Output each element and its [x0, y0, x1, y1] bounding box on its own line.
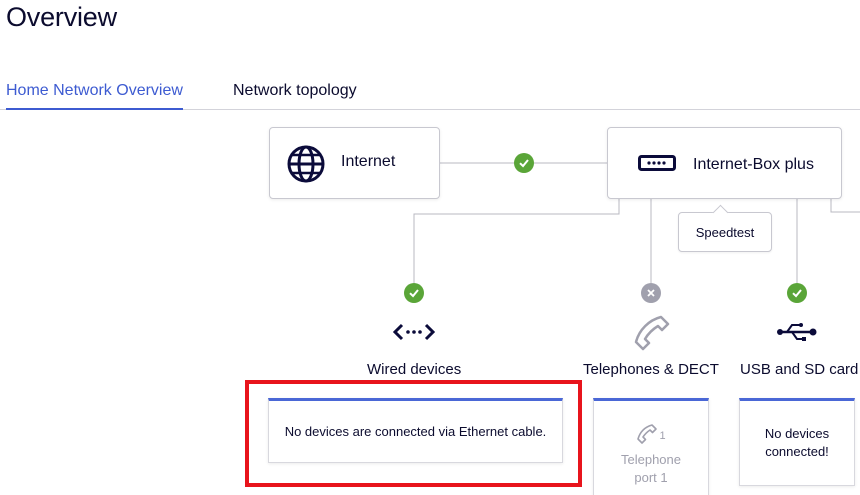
phone-icon	[630, 312, 674, 354]
internet-label: Internet	[341, 153, 396, 170]
telephone-port-label: Telephone port 1	[621, 452, 681, 485]
usb-message: No devices connected!	[764, 426, 830, 459]
tab-bar: Home Network Overview Network topology	[0, 80, 860, 110]
ethernet-icon	[392, 320, 436, 344]
wired-devices-label: Wired devices	[367, 361, 462, 378]
telephone-port-number: 1	[659, 430, 666, 442]
tab-home-network-overview[interactable]: Home Network Overview	[6, 80, 183, 110]
wired-status-ok-icon	[404, 283, 424, 303]
tab-network-topology[interactable]: Network topology	[233, 82, 357, 99]
usb-label: USB and SD card	[740, 361, 859, 378]
router-icon	[638, 155, 676, 176]
globe-icon	[286, 144, 326, 189]
usb-card[interactable]: No devices connected!	[739, 398, 855, 486]
telephones-label: Telephones & DECT	[583, 361, 719, 378]
telephones-card[interactable]: 1 Telephone port 1	[593, 398, 709, 495]
internet-box-label: Internet-Box plus	[693, 156, 814, 173]
internet-box-node[interactable]: Internet-Box plus	[607, 127, 842, 199]
usb-status-ok-icon	[787, 283, 807, 303]
telephone-status-disconnected-icon	[641, 283, 661, 303]
usb-icon	[774, 320, 820, 344]
wired-devices-message: No devices are connected via Ethernet ca…	[284, 423, 547, 439]
telephone-port-icon: 1	[636, 423, 666, 445]
wired-devices-card[interactable]: No devices are connected via Ethernet ca…	[268, 398, 563, 463]
internet-node[interactable]: Internet	[269, 127, 440, 199]
internet-status-ok-icon	[514, 153, 534, 173]
page-title: Overview	[6, 2, 117, 32]
speedtest-button[interactable]: Speedtest	[678, 212, 772, 252]
